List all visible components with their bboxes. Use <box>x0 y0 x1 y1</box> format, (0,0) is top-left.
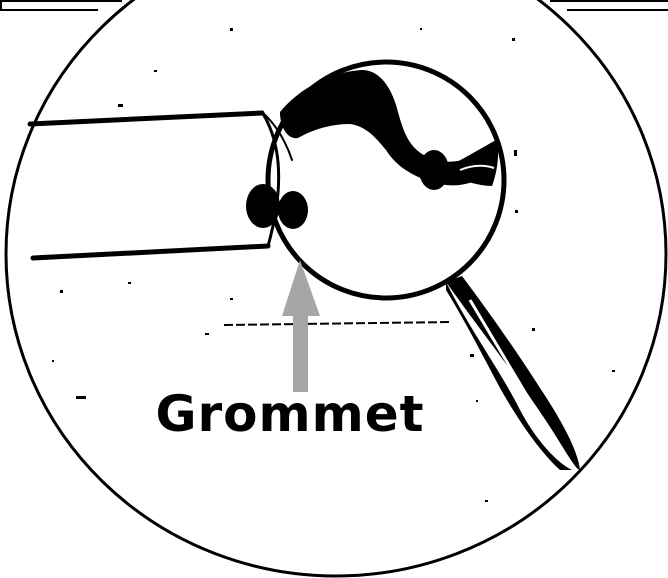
handle-loop <box>446 276 580 470</box>
grommet-label: Grommet <box>150 384 430 444</box>
grommet-blob-right <box>278 191 308 229</box>
rod-shaft <box>30 112 292 258</box>
frame-lines <box>0 0 668 10</box>
up-arrow-icon <box>282 260 320 392</box>
dashed-line <box>224 322 452 325</box>
grommet-blob-left <box>246 184 280 228</box>
ring-knot <box>419 150 449 190</box>
